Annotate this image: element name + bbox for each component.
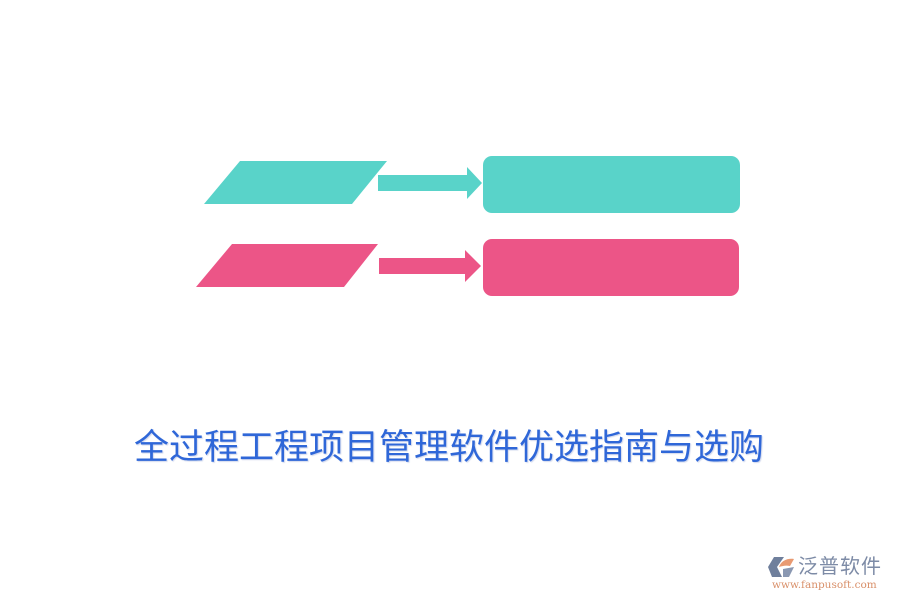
- output-box-2: [483, 239, 739, 296]
- brand-name: 泛普软件: [798, 554, 882, 578]
- input-parallelogram-1: [204, 161, 387, 204]
- brand-logo: 泛普软件 www.fanpusoft.com: [766, 552, 896, 592]
- flow-row-1: [204, 156, 740, 213]
- page-title: 全过程工程项目管理软件优选指南与选购: [134, 428, 765, 468]
- input-parallelogram-2: [196, 244, 378, 287]
- brand-url: www.fanpusoft.com: [772, 579, 877, 591]
- flow-row-2: [196, 239, 739, 296]
- arrow-right-icon: [378, 167, 482, 199]
- output-box-1: [483, 156, 740, 213]
- arrow-right-icon: [379, 250, 481, 282]
- fanpu-logo-icon: [768, 557, 794, 577]
